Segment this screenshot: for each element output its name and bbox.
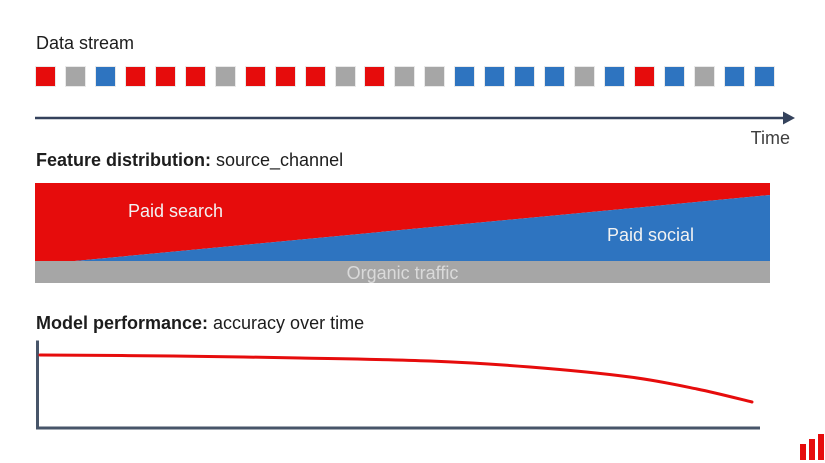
stream-square	[394, 66, 416, 87]
paid-search-label: Paid search	[128, 201, 224, 221]
data-stream-squares	[35, 66, 775, 87]
stream-square	[244, 66, 266, 87]
paid-social-label: Paid social	[607, 225, 695, 245]
stream-square	[514, 66, 536, 87]
stream-square	[664, 66, 686, 87]
stream-square	[274, 66, 296, 87]
accuracy-curve	[38, 353, 754, 404]
stream-square	[154, 66, 176, 87]
model-title-rest: accuracy over time	[208, 313, 365, 333]
feature-distribution-title: Feature distribution: source_channel	[36, 150, 343, 171]
model-title-bold: Model performance:	[36, 313, 209, 333]
stream-square	[94, 66, 116, 87]
logo-bar	[809, 439, 815, 460]
stream-square	[723, 66, 745, 87]
feature-title-bold: Feature distribution:	[36, 150, 211, 170]
stream-square	[693, 66, 715, 87]
stream-square	[484, 66, 506, 87]
logo-bar	[800, 444, 806, 460]
stream-square	[454, 66, 476, 87]
area-paid-social	[74, 195, 770, 261]
stream-square	[424, 66, 446, 87]
data-stream-title: Data stream	[36, 33, 135, 53]
stream-square	[124, 66, 146, 87]
stream-square	[604, 66, 626, 87]
stream-square	[35, 66, 56, 87]
area-paid-search	[35, 183, 770, 261]
stream-square	[364, 66, 386, 87]
feature-title-rest: source_channel	[211, 150, 344, 170]
time-axis-arrow	[35, 111, 795, 125]
stream-square	[634, 66, 656, 87]
feature-distribution-chart	[35, 183, 770, 283]
stream-square	[574, 66, 596, 87]
model-performance-chart	[36, 340, 760, 430]
stream-square	[334, 66, 356, 87]
time-axis-label: Time	[750, 128, 790, 148]
stream-square	[304, 66, 326, 87]
model-performance-title: Model performance: accuracy over time	[36, 313, 364, 334]
arrowhead-icon	[783, 111, 795, 125]
brand-logo-icon	[800, 434, 824, 460]
area-organic-traffic	[35, 261, 770, 283]
stream-square	[214, 66, 236, 87]
logo-bar	[818, 434, 824, 460]
stream-square	[64, 66, 86, 87]
organic-traffic-label: Organic traffic	[346, 263, 459, 283]
stream-square	[184, 66, 206, 87]
stream-square	[544, 66, 566, 87]
stream-square	[753, 66, 775, 87]
